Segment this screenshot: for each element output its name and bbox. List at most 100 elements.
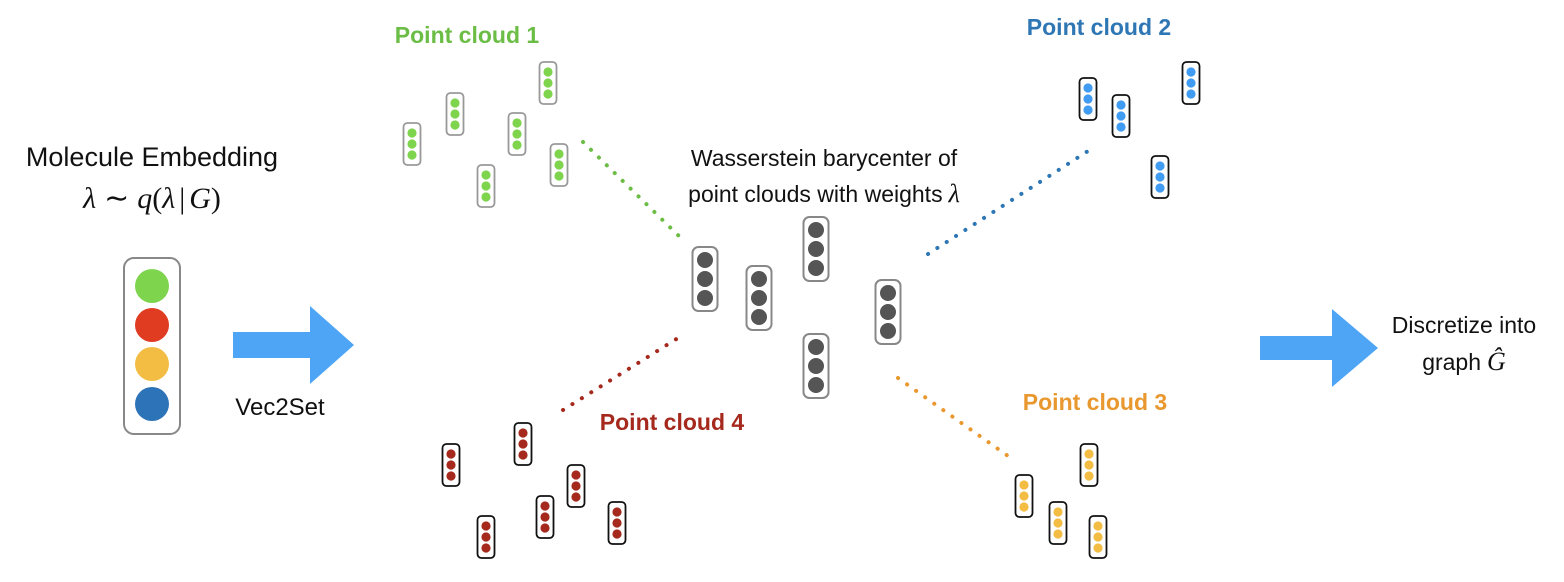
- vector-dot: [1019, 480, 1029, 490]
- point-cloud-2: [1078, 61, 1201, 199]
- point-cloud-3-label: Point cloud 3: [1023, 389, 1167, 415]
- molecule-embedding: Molecule Embedding λ∼q(λ|G): [26, 142, 278, 435]
- vector-dot: [543, 78, 553, 88]
- vector-dot: [554, 160, 564, 170]
- vector-dot: [1019, 491, 1029, 501]
- vector-dot: [543, 89, 553, 99]
- embedding-dot-yellow: [135, 347, 169, 381]
- vector-dot: [880, 304, 896, 320]
- point-cloud-4-vector-5: [607, 501, 627, 545]
- connector-point-cloud-2: [926, 149, 1090, 256]
- vector-dot: [1053, 518, 1063, 528]
- point-cloud-4-vector-2: [441, 443, 461, 487]
- embedding-title: Molecule Embedding: [26, 142, 278, 172]
- point-cloud-1-vector-6: [476, 164, 496, 208]
- vector-dot: [697, 252, 713, 268]
- vector-dot: [407, 128, 417, 138]
- vector-dot: [512, 129, 522, 139]
- point-cloud-2-vector-2: [1111, 94, 1131, 138]
- vector-dot: [1084, 449, 1094, 459]
- point-cloud-2-vector-1: [1078, 77, 1098, 121]
- vector-dot: [1155, 172, 1165, 182]
- embedding-dot-red: [135, 308, 169, 342]
- vector-dot: [1084, 460, 1094, 470]
- vector-dot: [880, 285, 896, 301]
- vector-dot: [808, 260, 824, 276]
- point-cloud-1: [402, 61, 569, 208]
- embedding-vector-box: [123, 257, 181, 435]
- barycenter-vector-1: [691, 246, 719, 312]
- vector-dot: [697, 290, 713, 306]
- point-cloud-2-label: Point cloud 2: [1027, 14, 1171, 40]
- vector-dot: [540, 512, 550, 522]
- point-cloud-4: [441, 422, 627, 559]
- point-cloud-3-vector-2: [1014, 474, 1034, 518]
- vector-dot: [518, 439, 528, 449]
- vector-dot: [808, 222, 824, 238]
- point-cloud-1-vector-4: [507, 112, 527, 156]
- vector-dot: [481, 521, 491, 531]
- connector-point-cloud-3: [896, 376, 1010, 458]
- point-cloud-3-vector-1: [1079, 443, 1099, 487]
- vector-dot: [1083, 105, 1093, 115]
- vector-dot: [446, 460, 456, 470]
- vector-dot: [1116, 122, 1126, 132]
- vector-dot: [1186, 78, 1196, 88]
- vector-dot: [571, 481, 581, 491]
- vector-dot: [512, 118, 522, 128]
- vector-dot: [1093, 532, 1103, 542]
- vector-dot: [1053, 507, 1063, 517]
- vector-dot: [407, 150, 417, 160]
- vector-dot: [481, 181, 491, 191]
- vector-dot: [554, 171, 564, 181]
- vector-dot: [481, 532, 491, 542]
- vector-dot: [1053, 529, 1063, 539]
- vector-dot: [512, 140, 522, 150]
- point-cloud-4-vector-4: [535, 495, 555, 539]
- vector-dot: [1019, 502, 1029, 512]
- vector-dot: [481, 170, 491, 180]
- vector-dot: [446, 449, 456, 459]
- vector-dot: [450, 120, 460, 130]
- vector-dot: [540, 523, 550, 533]
- point-cloud-1-label: Point cloud 1: [395, 22, 540, 48]
- point-cloud-1-vector-5: [549, 143, 569, 187]
- vector-dot: [1084, 471, 1094, 481]
- vector-dot: [1083, 83, 1093, 93]
- vector-dot: [612, 507, 622, 517]
- vector-dot: [751, 309, 767, 325]
- point-cloud-4-vector-1: [513, 422, 533, 466]
- discretize-label-line1: Discretize into: [1392, 312, 1536, 338]
- vector-dot: [1116, 100, 1126, 110]
- vector-dot: [1083, 94, 1093, 104]
- embedding-formula: λ∼q(λ|G): [82, 182, 221, 215]
- connector-point-cloud-1: [581, 140, 685, 242]
- vector-dot: [481, 192, 491, 202]
- vector-dot: [1155, 183, 1165, 193]
- vector-dot: [407, 139, 417, 149]
- vector-dot: [481, 543, 491, 553]
- vector-dot: [571, 470, 581, 480]
- vector-dot: [543, 67, 553, 77]
- point-cloud-1-vector-2: [445, 92, 465, 136]
- point-cloud-2-vector-3: [1181, 61, 1201, 105]
- point-cloud-3-vector-4: [1088, 515, 1108, 559]
- vector-dot: [1116, 111, 1126, 121]
- barycenter-label-line1: Wasserstein barycenter of: [691, 145, 958, 171]
- point-cloud-4-vector-3: [566, 464, 586, 508]
- discretize-arrow-shape: [1260, 309, 1378, 387]
- discretize-arrow: [1260, 309, 1378, 387]
- vector-dot: [518, 450, 528, 460]
- vector-dot: [697, 271, 713, 287]
- vector-dot: [1186, 67, 1196, 77]
- embedding-dot-blue: [135, 387, 169, 421]
- vector-dot: [1155, 161, 1165, 171]
- barycenter-vector-2: [745, 265, 773, 331]
- vector-dot: [518, 428, 528, 438]
- vector-dot: [450, 109, 460, 119]
- connector-point-cloud-4: [561, 336, 680, 412]
- vector-dot: [880, 323, 896, 339]
